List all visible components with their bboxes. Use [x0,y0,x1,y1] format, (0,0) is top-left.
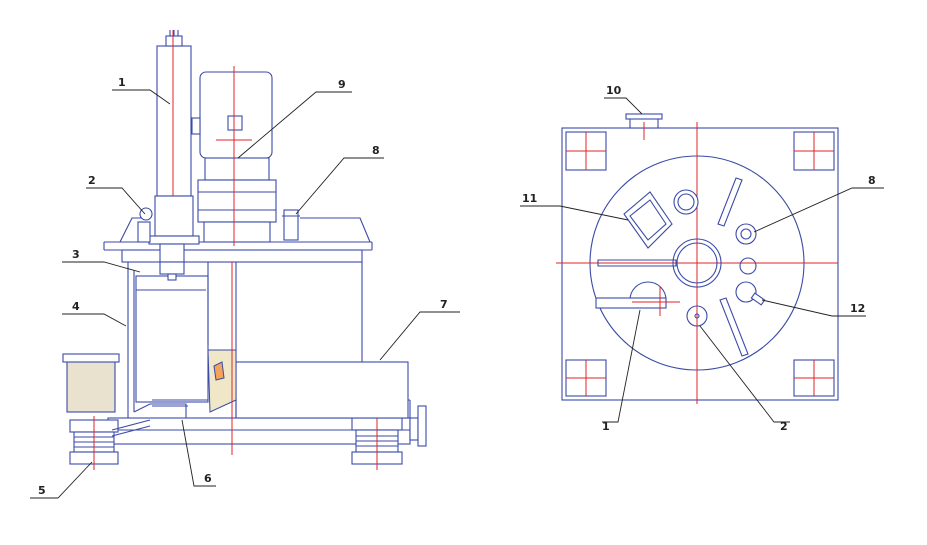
rib-lower [719,297,749,357]
side-callout-1: 1 [118,76,126,89]
scraper-column [137,30,200,281]
side-leaders [30,89,460,499]
right-foot [351,414,403,470]
top-callout-2: 2 [780,420,788,433]
rib-left [597,259,677,267]
left-foot [69,416,119,470]
valve-knob [139,207,153,221]
side-callout-4: 4 [72,300,80,313]
corner-feet [565,131,835,397]
top-callout-1: 1 [602,420,610,433]
top-callout-8: 8 [868,174,876,187]
small-port [739,257,757,275]
top-callout-10: 10 [606,84,622,97]
side-callout-6: 6 [204,472,212,485]
port-8 [735,223,757,245]
counterweight-lid [62,353,120,363]
port-12 [735,281,757,303]
top-leaders [520,97,884,423]
side-fitting [283,209,299,241]
top-view [556,113,839,404]
side-callout-9: 9 [338,78,346,91]
sight-window [623,191,673,249]
rib-upper [717,177,743,227]
center-hub [672,238,722,288]
counterweight-box [66,359,116,413]
top-callout-12: 12 [850,302,865,315]
side-view [62,30,427,470]
side-callout-8: 8 [372,144,380,157]
port-2 [686,305,708,327]
side-callout-2: 2 [88,174,96,187]
top-callout-11: 11 [522,192,537,205]
side-callout-7: 7 [440,298,448,311]
frame-outline [561,127,839,401]
side-callout-3: 3 [72,248,80,261]
scraper-bar [595,297,667,309]
side-callout-5: 5 [38,484,46,497]
motor [191,66,277,246]
discharge-chute [235,361,409,419]
scraper-arc [629,281,667,301]
